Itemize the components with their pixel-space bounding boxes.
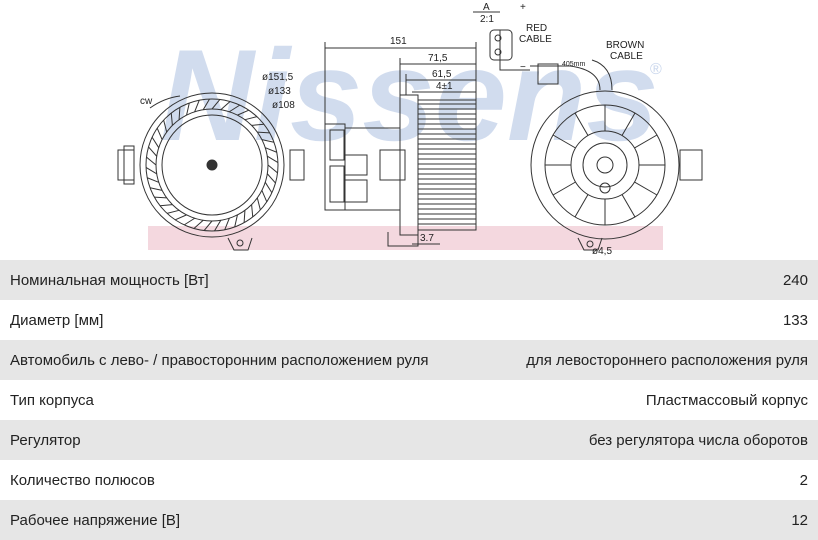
cable-length: 405mm	[562, 61, 586, 68]
housing-spokes	[545, 105, 665, 225]
spec-row-diameter: Диаметр [мм] 133	[0, 300, 818, 340]
fan-blade	[257, 131, 270, 134]
fan-blade	[154, 196, 167, 199]
spec-label: Рабочее напряжение [В]	[10, 511, 181, 529]
fan-blade	[203, 220, 213, 231]
spec-table: Номинальная мощность [Вт] 240 Диаметр [м…	[0, 260, 818, 540]
spec-row-voltage: Рабочее напряжение [В] 12	[0, 500, 818, 540]
fan-blade	[220, 101, 231, 111]
spec-label: Регулятор	[10, 431, 81, 449]
fan-blade	[244, 116, 258, 121]
fan-blade	[156, 128, 163, 140]
scale-letter: A	[483, 2, 490, 13]
spec-row-regulator: Регулятор без регулятора числа оборотов	[0, 420, 818, 460]
fan-blade	[214, 220, 222, 232]
housing-spoke	[574, 194, 589, 218]
side-view	[324, 42, 477, 247]
fan-blade	[202, 98, 210, 110]
fan-blade	[193, 219, 204, 229]
dim-615: 61,5	[432, 69, 452, 80]
fan-blade	[266, 173, 276, 184]
spec-row-steering: Автомобиль с лево- / правосторонним расп…	[0, 340, 818, 380]
spec-label: Тип корпуса	[10, 391, 94, 409]
red-cable-line1: RED	[526, 23, 547, 34]
fan-blade	[147, 177, 159, 183]
red-cable-line2: CABLE	[519, 34, 552, 45]
fan-blade	[163, 119, 168, 133]
fan-blade	[148, 146, 158, 157]
spec-label: Количество полюсов	[10, 471, 155, 489]
spec-value: Пластмассовый корпус	[645, 391, 808, 409]
rotation-label: cw	[140, 96, 153, 107]
fan-blade	[170, 113, 173, 126]
fan-blade	[261, 139, 275, 143]
housing-spoke	[621, 194, 636, 218]
fan-blade	[186, 102, 190, 116]
spec-value: 133	[782, 311, 808, 329]
wheel-fins	[418, 103, 476, 225]
fan-blade	[194, 100, 200, 112]
fan-blade	[229, 104, 241, 113]
registered-mark: ®	[650, 61, 662, 78]
fan-blade	[183, 217, 195, 226]
fan-blade	[243, 210, 246, 223]
fan-blade	[224, 218, 230, 230]
fan-blade	[256, 197, 261, 211]
spec-value: 240	[782, 271, 808, 289]
drawing-svg: Nissens ®	[117, 2, 703, 257]
housing-spoke	[574, 112, 589, 136]
spec-value: 12	[791, 511, 808, 529]
housing-spoke	[552, 181, 576, 196]
housing-spoke	[634, 134, 658, 149]
dim-4: 4±1	[436, 81, 453, 92]
fan-blade	[160, 204, 173, 207]
spec-value: без регулятора числа оборотов	[588, 431, 808, 449]
fan-blade	[175, 214, 187, 221]
fan-blade	[261, 190, 268, 202]
fan-blade	[251, 123, 264, 126]
spec-row-power: Номинальная мощность [Вт] 240	[0, 260, 818, 300]
housing-spoke	[621, 112, 636, 136]
minus-label: −	[520, 62, 526, 73]
technical-drawing: Nissens ®	[0, 0, 818, 260]
fan-blade	[251, 204, 254, 217]
fan-blade	[234, 214, 238, 228]
plus-label: +	[520, 2, 526, 13]
fan-blade	[267, 155, 279, 163]
fan-blade	[149, 187, 163, 191]
rear-view	[473, 11, 703, 251]
housing-spoke	[552, 134, 576, 149]
fan-blade	[145, 167, 157, 175]
dim-d108: ø108	[272, 100, 295, 111]
spec-value: 2	[799, 471, 808, 489]
brown-cable-line1: BROWN	[606, 40, 644, 51]
spec-row-poles: Количество полюсов 2	[0, 460, 818, 500]
spec-label: Диаметр [мм]	[10, 311, 104, 329]
fan-blade	[267, 164, 278, 174]
spec-row-housing: Тип корпуса Пластмассовый корпус	[0, 380, 818, 420]
scale-ratio: 2:1	[480, 14, 494, 25]
housing-spoke	[634, 181, 658, 196]
dim-d45: ø4,5	[592, 246, 612, 257]
fan-blade	[211, 99, 221, 110]
front-view	[117, 92, 305, 251]
spec-label: Номинальная мощность [Вт]	[10, 271, 209, 289]
dim-d133: ø133	[268, 86, 291, 97]
dim-151: 151	[390, 36, 407, 47]
fan-blade	[178, 107, 181, 120]
fan-blade	[265, 147, 277, 153]
fan-blade	[237, 109, 249, 116]
dim-d1515: ø151,5	[262, 72, 294, 83]
brown-cable-line2: CABLE	[610, 51, 643, 62]
fan-blade	[264, 182, 273, 194]
fan-blade	[151, 136, 160, 148]
dim-37: 3.7	[420, 233, 434, 244]
dim-715: 71,5	[428, 53, 448, 64]
fan-blade	[146, 156, 157, 166]
spec-value: для левостороннего расположения руля	[526, 351, 808, 369]
fan-blade	[166, 209, 180, 214]
spec-label: Автомобиль с лево- / правосторонним расп…	[10, 351, 429, 369]
fan-blades	[145, 98, 279, 232]
